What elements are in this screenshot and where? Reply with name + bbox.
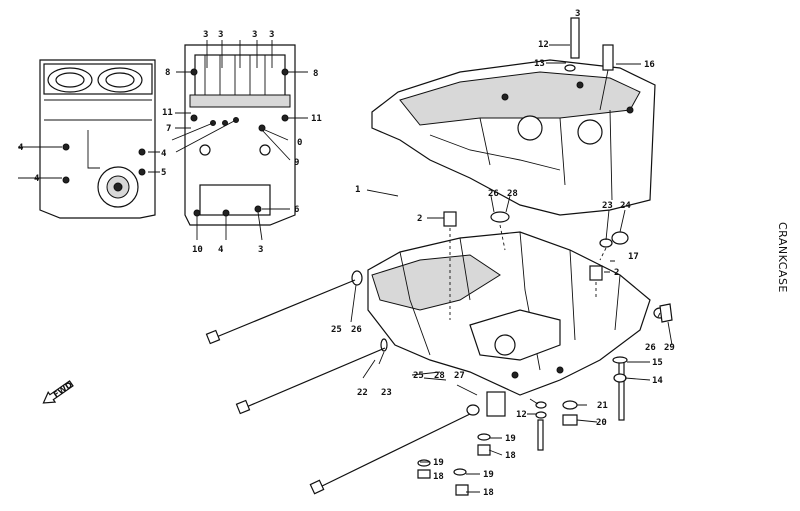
upper-crankcase-half [371,59,656,216]
top-right-fittings [546,17,641,111]
label-25b: 25 [413,371,424,381]
label-18a: 18 [505,451,516,461]
label-12a: 12 [538,40,549,50]
crankcase-top-view [171,40,308,241]
fasteners [205,211,673,496]
label-8a: 8 [165,68,170,78]
label-29: 29 [664,343,675,353]
label-9: 9 [294,158,299,168]
label-3c: 3 [252,30,257,40]
label-8b: 8 [313,69,318,79]
label-24: 24 [620,201,631,211]
label-13: 13 [534,59,545,69]
label-4d: 4 [218,245,224,255]
label-4c: 4 [161,149,167,159]
label-19a: 19 [505,434,516,444]
label-23b: 23 [602,201,613,211]
label-22: 22 [357,388,368,398]
label-20: 20 [596,418,607,428]
label-19c: 19 [483,470,494,480]
label-15: 15 [652,358,663,368]
lower-crankcase-half [367,231,651,396]
label-12b: 12 [516,410,527,420]
label-4a: 4 [18,143,24,153]
label-25a: 25 [331,325,342,335]
leader-lines [350,189,673,493]
label-19b: 19 [433,458,444,468]
part-labels: 1 2 2 3 3 3 3 3 3 4 4 4 4 5 6 7 8 8 9 10… [18,9,675,498]
label-17: 17 [628,252,639,262]
label-3e: 3 [258,245,263,255]
label-26a: 26 [351,325,362,335]
label-3f: 3 [575,9,580,19]
label-11b: 11 [311,114,322,124]
label-16: 16 [644,60,655,70]
label-10: 10 [192,245,203,255]
label-6: 6 [294,205,299,215]
label-2a: 2 [417,214,422,224]
label-28b: 28 [507,189,518,199]
label-14: 14 [652,376,663,386]
label-3d: 3 [269,30,274,40]
label-7: 7 [166,124,171,134]
label-28a: 28 [434,371,445,381]
label-2b: 2 [614,268,619,278]
label-23a: 23 [381,388,392,398]
label-0: 0 [297,138,302,148]
label-21: 21 [597,401,608,411]
label-1: 1 [355,185,360,195]
label-4b: 4 [34,174,40,184]
crankcase-side-view [18,59,160,219]
label-5: 5 [161,168,166,178]
label-3a: 3 [203,30,208,40]
front-direction-arrow: FWD [42,380,74,404]
label-3b: 3 [218,30,223,40]
label-26b: 26 [488,189,499,199]
diagram-title: CRANKCASE [776,222,789,293]
label-26c: 26 [645,343,656,353]
label-18b: 18 [433,472,444,482]
label-18c: 18 [483,488,494,498]
label-11a: 11 [162,108,173,118]
label-27: 27 [454,371,465,381]
